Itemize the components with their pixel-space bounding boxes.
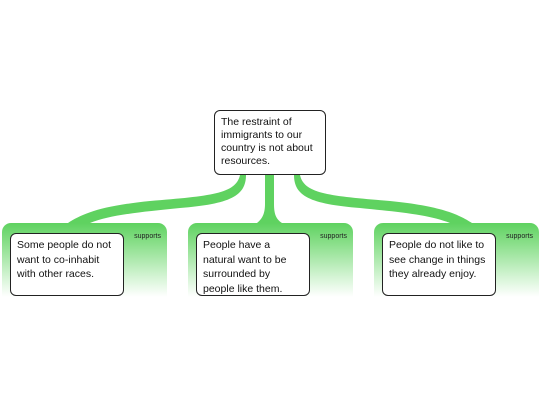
supports-label: supports [134, 233, 161, 240]
premise-node-1[interactable]: Some people do not want to co-inhabit wi… [10, 233, 124, 296]
premise-panel-3: supports People do not like to see chang… [374, 223, 539, 297]
premise-node-3[interactable]: People do not like to see change in thin… [382, 233, 496, 296]
connector-center [257, 175, 282, 223]
connector-right [294, 175, 472, 223]
claim-node[interactable]: The restraint of immigrants to our count… [214, 110, 326, 175]
premise-node-2[interactable]: People have a natural want to be surroun… [196, 233, 310, 296]
connector-left [68, 175, 246, 223]
supports-label: supports [506, 233, 533, 240]
premise-panel-1: supports Some people do not want to co-i… [2, 223, 167, 297]
premise-panel-2: supports People have a natural want to b… [188, 223, 353, 297]
supports-label: supports [320, 233, 347, 240]
